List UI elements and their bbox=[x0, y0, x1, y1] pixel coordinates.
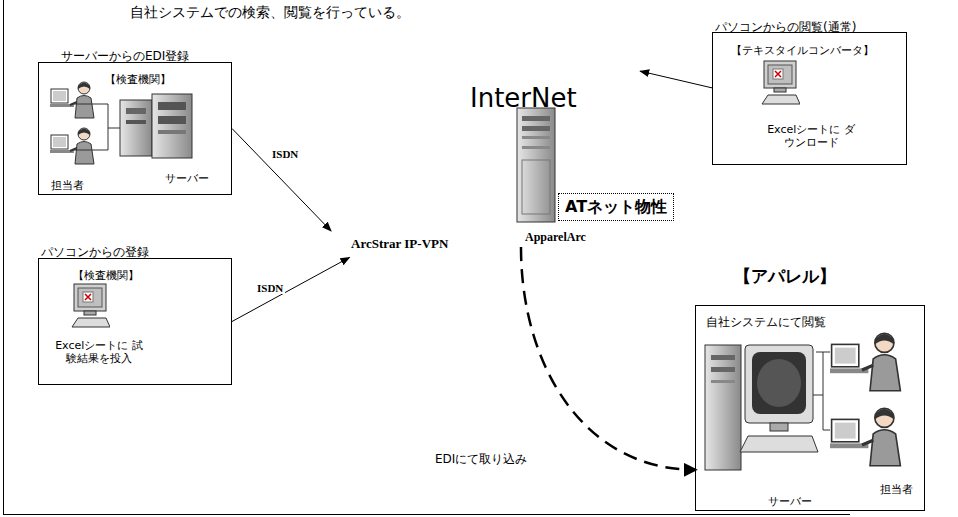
service-box: ATネット物性 bbox=[558, 193, 674, 221]
box-heading-wrap: パソコンからの登録 bbox=[41, 241, 149, 260]
org-name: 【検査機関】 bbox=[73, 269, 139, 282]
note-text: 自社システムでの検索、閲覧を行っている。 bbox=[130, 4, 410, 20]
org-name-wrap: 【検査機関】 bbox=[105, 68, 171, 87]
pc-note-wrap: Excelシートに 試験結果を投入 bbox=[55, 339, 143, 365]
server-label: サーバー bbox=[768, 495, 812, 508]
staff-label-wrap: 担当者 bbox=[880, 478, 913, 497]
apparel-box: 【アパレル】自社システムにて閲覧サーバー担当者 bbox=[695, 305, 925, 511]
server-label: サーバー bbox=[165, 172, 209, 185]
org-heading: 【アパレル】 bbox=[734, 266, 836, 286]
box-heading-wrap: パソコンからの閲覧(通常) bbox=[715, 16, 856, 35]
network-name-wrap: InterNet bbox=[470, 83, 577, 114]
network-name: ApparelArc bbox=[525, 230, 586, 244]
pc-note: Excelシートに 試験結果を投入 bbox=[55, 339, 143, 365]
internet-cloud: InterNet bbox=[345, 62, 705, 138]
org-name-wrap: 【検査機関】 bbox=[73, 264, 139, 283]
vpn-ellipse: ArcStrar IP-VPN bbox=[315, 220, 545, 264]
service-name: ATネット物性 bbox=[565, 197, 667, 216]
network-name-wrap: ArcStrar IP-VPN bbox=[351, 233, 448, 252]
org-name: 【検査機関】 bbox=[105, 73, 171, 86]
inspection-pc-box: パソコンからの登録【検査機関】Excelシートに 試験結果を投入 bbox=[38, 258, 232, 385]
edi-arrow bbox=[521, 247, 695, 470]
connector-arrow bbox=[232, 257, 350, 321]
edge-label: EDIにて取り込み bbox=[433, 452, 529, 466]
converter-pc-box: パソコンからの閲覧(通常)【テキスタイルコンバータ】Excelシートに ダウンロ… bbox=[712, 32, 907, 165]
staff-label-wrap: 担当者 bbox=[51, 174, 84, 193]
box-heading: パソコンからの登録 bbox=[41, 245, 149, 259]
edge-label-wrap: ISDN bbox=[255, 277, 285, 296]
box-heading-wrap: サーバーからのEDI登録 bbox=[61, 45, 189, 64]
box-heading: サーバーからのEDI登録 bbox=[61, 49, 189, 63]
org-name-wrap: 【テキスタイルコンバータ】 bbox=[731, 39, 874, 58]
connector-arrow bbox=[232, 129, 331, 232]
note-text-wrap: 自社システムでの検索、閲覧を行っている。 bbox=[130, 2, 410, 21]
connector-arrow bbox=[640, 71, 712, 88]
server-label-wrap: サーバー bbox=[768, 490, 812, 509]
inspection-server-box: サーバーからのEDI登録【検査機関】担当者サーバー bbox=[38, 62, 232, 195]
box-title-wrap: 自社システムにて閲覧 bbox=[706, 311, 826, 330]
network-name: ArcStrar IP-VPN bbox=[351, 236, 448, 251]
org-heading-wrap: 【アパレル】 bbox=[734, 266, 836, 286]
network-name-wrap: ApparelArc bbox=[525, 226, 586, 245]
staff-label: 担当者 bbox=[880, 483, 913, 496]
pc-note-wrap: Excelシートに ダウンロード bbox=[767, 123, 855, 149]
edge-label-wrap: EDIにて取り込み bbox=[433, 448, 529, 467]
edge-label: ISDN bbox=[255, 282, 285, 294]
box-title: 自社システムにて閲覧 bbox=[706, 315, 826, 329]
staff-label: 担当者 bbox=[51, 179, 84, 192]
server-label-wrap: サーバー bbox=[165, 167, 209, 186]
pc-note: Excelシートに ダウンロード bbox=[767, 123, 855, 149]
service-name-wrap: ATネット物性 bbox=[565, 197, 667, 216]
edge-label-wrap: ISDN bbox=[270, 143, 300, 162]
network-name: InterNet bbox=[470, 83, 577, 113]
org-name: 【テキスタイルコンバータ】 bbox=[731, 44, 874, 57]
box-heading: パソコンからの閲覧(通常) bbox=[715, 20, 856, 34]
edge-label: ISDN bbox=[270, 148, 300, 160]
